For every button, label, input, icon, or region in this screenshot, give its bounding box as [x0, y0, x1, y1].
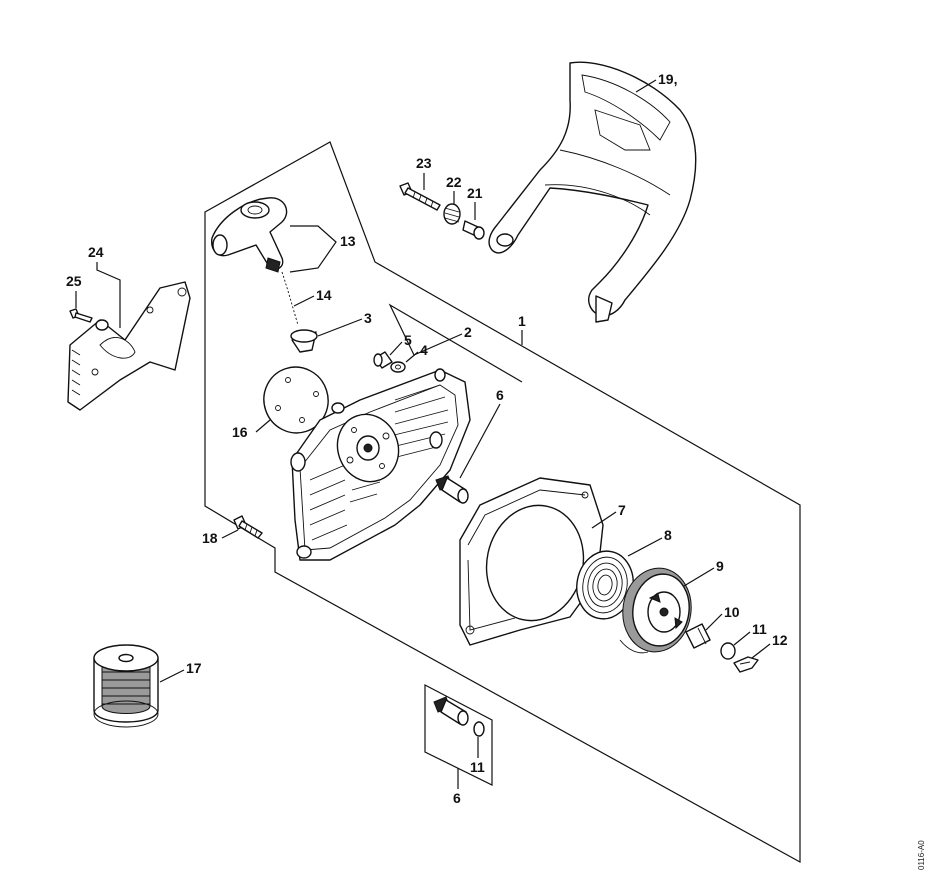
callout-1: 1	[518, 313, 526, 329]
hand-guard-part[interactable]	[488, 61, 697, 323]
rope-rotor-9-part[interactable]	[617, 564, 696, 657]
leader-19	[635, 79, 657, 93]
guide-plate-7-part[interactable]	[459, 477, 604, 646]
callout-14: 14	[316, 287, 332, 303]
leader-5	[389, 341, 403, 356]
leader-3	[317, 318, 363, 337]
callout-2: 2	[464, 324, 472, 340]
assembly-frame-outline	[204, 141, 801, 864]
callout-6-upper: 6	[496, 387, 504, 403]
pawl-10-part[interactable]	[685, 623, 711, 649]
leader-10	[705, 613, 723, 631]
leader-2	[388, 303, 523, 383]
callout-17: 17	[186, 660, 202, 676]
screw-23-part[interactable]	[399, 182, 441, 211]
rope-guide-3-part[interactable]	[290, 329, 318, 353]
leader-4	[405, 351, 419, 363]
screw-25-part[interactable]	[69, 308, 93, 323]
callout-19: 19,	[658, 71, 677, 87]
washer-4-part[interactable]	[390, 361, 406, 373]
leader-7	[591, 511, 617, 529]
leader-6-upper	[459, 403, 501, 479]
leader-18	[221, 529, 239, 539]
leader-24	[96, 262, 121, 328]
callout-5: 5	[404, 332, 412, 348]
callout-7: 7	[618, 502, 626, 518]
leader-11-upper	[733, 631, 751, 646]
callout-12: 12	[772, 632, 788, 648]
leader-16	[255, 419, 271, 433]
spring-pin-6-part[interactable]	[435, 475, 469, 504]
callout-9: 9	[716, 558, 724, 574]
callout-4: 4	[420, 342, 428, 358]
washer-11-part[interactable]	[720, 642, 736, 660]
callout-22: 22	[446, 174, 462, 190]
leader-17	[159, 669, 185, 683]
leader-9	[683, 567, 715, 587]
leader-14	[293, 295, 315, 307]
callout-16: 16	[232, 424, 248, 440]
guard-plate-24-part[interactable]	[67, 281, 191, 411]
cover-plate-16-part[interactable]	[255, 359, 336, 442]
callout-11-lower: 11	[470, 759, 485, 775]
reference-code: 0116-A0	[917, 840, 926, 870]
screw-18-part[interactable]	[233, 515, 263, 539]
washer-kit-part[interactable]	[473, 721, 485, 737]
callout-21: 21	[467, 185, 483, 201]
kit-6-frame	[424, 684, 493, 786]
fan-housing-2-part[interactable]	[290, 368, 471, 561]
bushing-21-part[interactable]	[462, 220, 485, 240]
starter-rope-14-part[interactable]	[281, 271, 299, 326]
callout-25: 25	[66, 273, 82, 289]
callout-23: 23	[416, 155, 432, 171]
spring-22-part[interactable]	[443, 203, 461, 225]
callout-24: 24	[88, 244, 104, 260]
callout-8: 8	[664, 527, 672, 543]
leader-13	[289, 225, 337, 273]
leader-12	[751, 643, 771, 659]
starter-grip-13-part[interactable]	[211, 197, 288, 273]
spring-pin-kit-part[interactable]	[433, 696, 469, 726]
callout-13: 13	[340, 233, 356, 249]
leader-8	[627, 537, 663, 557]
sleeve-5-part[interactable]	[373, 351, 393, 369]
callout-3: 3	[364, 310, 372, 326]
spring-clip-12-part[interactable]	[733, 656, 759, 673]
callout-10: 10	[724, 604, 740, 620]
callout-6-lower: 6	[453, 790, 461, 806]
callout-11-upper: 11	[752, 621, 767, 637]
callout-18: 18	[202, 530, 218, 546]
rope-spool-17-part[interactable]	[93, 644, 159, 728]
